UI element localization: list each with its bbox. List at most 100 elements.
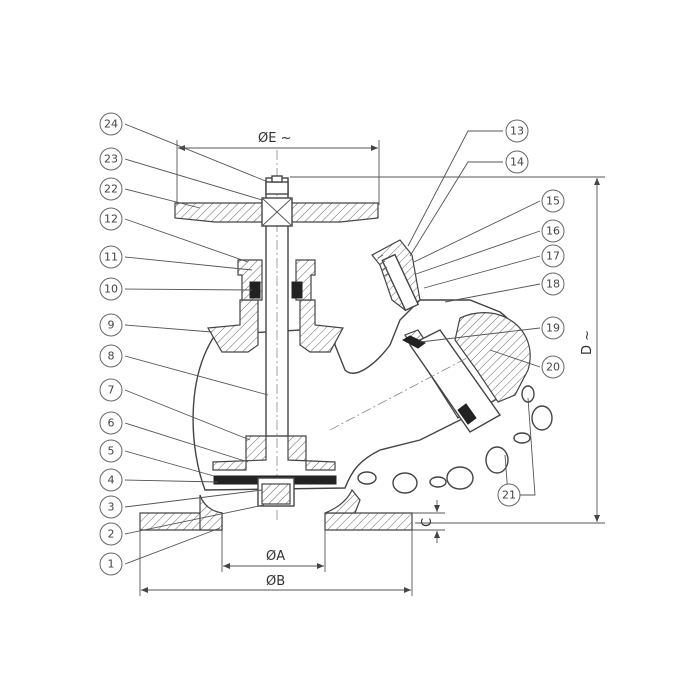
svg-text:7: 7 — [108, 384, 115, 397]
base-flange-right — [324, 512, 413, 531]
leader-13 — [407, 130, 503, 247]
svg-text:23: 23 — [104, 153, 118, 166]
dim-label-d: D ~ — [580, 330, 595, 355]
part-bubble-5: 5 — [99, 439, 123, 463]
leader-17 — [423, 255, 541, 289]
leader-8 — [124, 355, 269, 396]
part-bubble-20: 20 — [541, 355, 565, 379]
leader-15 — [413, 200, 541, 263]
leader-22 — [124, 188, 201, 209]
part-bubble-7: 7 — [99, 378, 123, 402]
part-bubble-14: 14 — [505, 150, 529, 174]
part-bubble-10: 10 — [99, 277, 123, 301]
svg-text:24: 24 — [104, 118, 118, 131]
plunger-rod — [381, 253, 420, 312]
svg-text:3: 3 — [108, 501, 115, 514]
part-bubble-19: 19 — [541, 316, 565, 340]
part-bubble-23: 23 — [99, 147, 123, 171]
leader-14 — [409, 161, 503, 257]
leader-19 — [419, 327, 541, 343]
bonnet-right — [299, 299, 344, 353]
leader-1 — [124, 527, 221, 565]
svg-text:15: 15 — [546, 195, 560, 208]
outlet-cap — [454, 312, 531, 403]
spring — [377, 254, 390, 277]
svg-text:9: 9 — [108, 319, 115, 332]
leader-7 — [124, 389, 251, 441]
svg-text:10: 10 — [104, 283, 118, 296]
part-bubble-21: 21 — [497, 483, 521, 507]
leader-10 — [124, 288, 253, 291]
svg-text:16: 16 — [546, 225, 560, 238]
leader-23 — [124, 158, 263, 201]
part-bubble-24: 24 — [99, 112, 123, 136]
svg-text:12: 12 — [104, 213, 118, 226]
packing-ring-right — [291, 281, 303, 299]
leader-5 — [124, 450, 215, 477]
part-bubble-13: 13 — [505, 119, 529, 143]
disc-screw-hatch — [261, 483, 291, 505]
base-neck-left — [199, 494, 223, 531]
outlet-gasket-2 — [457, 403, 477, 425]
part-bubble-2: 2 — [99, 522, 123, 546]
leader-4 — [124, 479, 219, 483]
outlet-gasket — [401, 335, 426, 349]
part-bubble-6: 6 — [99, 411, 123, 435]
stem-tip — [271, 175, 283, 183]
svg-text:11: 11 — [104, 251, 118, 264]
leader-12 — [124, 218, 249, 263]
part-bubble-4: 4 — [99, 468, 123, 492]
leader-11 — [124, 256, 253, 271]
stem-nut — [265, 181, 289, 195]
part-bubble-18: 18 — [541, 272, 565, 296]
svg-text:19: 19 — [546, 322, 560, 335]
dim-label-a: ØA — [266, 549, 285, 564]
disc-holder-left — [212, 435, 267, 471]
part-bubbles: 24 23 22 12 11 10 9 8 7 6 5 4 3 2 1 13 1… — [99, 112, 565, 576]
part-bubble-3: 3 — [99, 495, 123, 519]
leader-20 — [489, 349, 541, 368]
part-bubble-1: 1 — [99, 552, 123, 576]
svg-text:1: 1 — [108, 558, 115, 571]
leader-16 — [415, 230, 541, 275]
part-bubble-11: 11 — [99, 245, 123, 269]
svg-text:20: 20 — [546, 361, 560, 374]
dimension-lines — [139, 140, 605, 596]
part-bubble-16: 16 — [541, 219, 565, 243]
dimension-labels: ØE ~ ØA ØB C D ~ — [258, 131, 595, 589]
leader-21 — [498, 397, 536, 496]
outlet-pipe — [408, 329, 502, 433]
dim-label-b: ØB — [266, 574, 285, 589]
leader-6 — [124, 422, 249, 463]
disc-holder-right — [287, 435, 336, 471]
svg-text:21: 21 — [502, 489, 516, 502]
svg-text:14: 14 — [510, 156, 524, 169]
svg-text:6: 6 — [108, 417, 115, 430]
part-bubble-15: 15 — [541, 189, 565, 213]
leader-24 — [124, 123, 269, 183]
svg-text:2: 2 — [108, 528, 115, 541]
svg-text:5: 5 — [108, 445, 115, 458]
svg-text:13: 13 — [510, 125, 524, 138]
part-bubble-17: 17 — [541, 244, 565, 268]
base-neck-right — [324, 488, 361, 514]
svg-text:4: 4 — [108, 474, 115, 487]
leader-9 — [124, 324, 213, 333]
part-bubble-9: 9 — [99, 313, 123, 337]
valve-geometry — [139, 150, 553, 531]
svg-text:17: 17 — [546, 250, 560, 263]
part-bubble-12: 12 — [99, 207, 123, 231]
leader-2 — [124, 504, 265, 535]
bonnet — [207, 299, 259, 353]
leader-3 — [124, 489, 263, 508]
dim-label-c: C — [420, 518, 435, 527]
part-bubble-8: 8 — [99, 344, 123, 368]
svg-text:8: 8 — [108, 350, 115, 363]
leader-18 — [444, 283, 541, 303]
svg-text:22: 22 — [104, 183, 118, 196]
part-bubble-22: 22 — [99, 177, 123, 201]
dim-label-e: ØE ~ — [258, 131, 291, 146]
svg-text:18: 18 — [546, 278, 560, 291]
